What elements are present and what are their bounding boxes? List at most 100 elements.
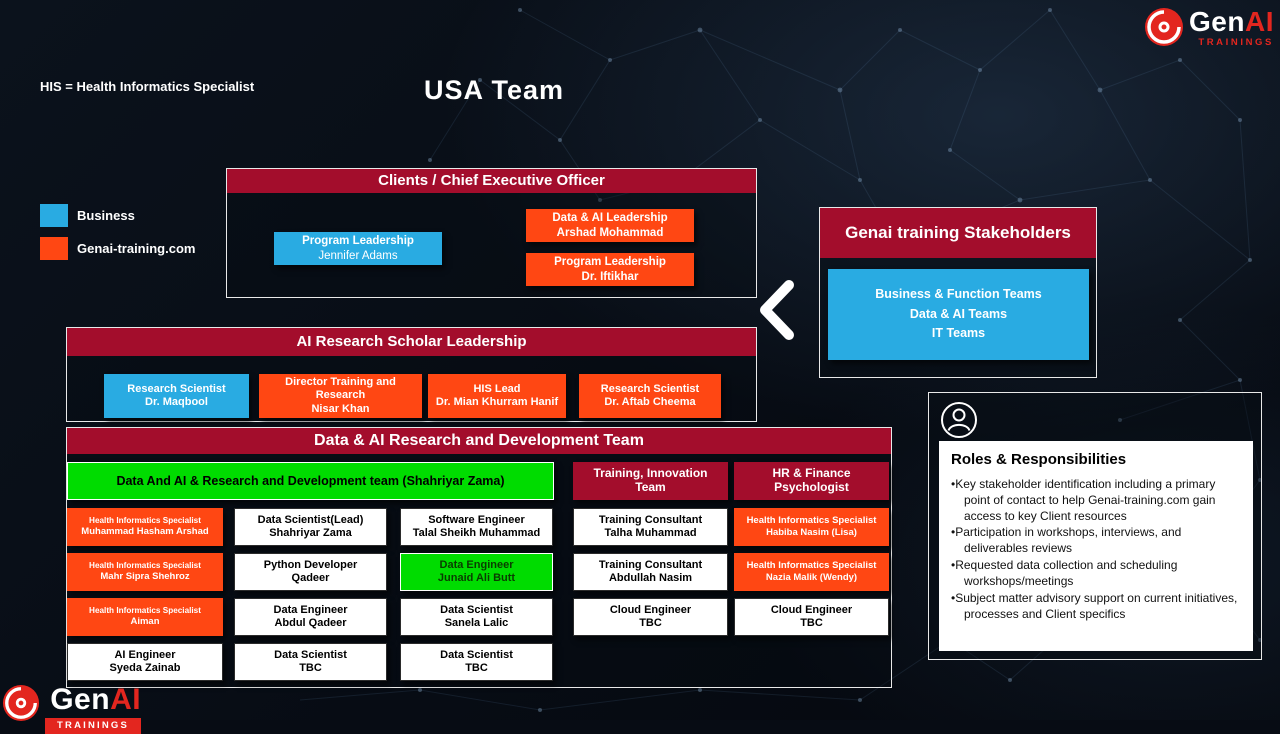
team-card: Training Consultant Talha Muhammad [573,508,728,546]
card-role: Health Informatics Specialist [89,606,201,616]
team-card: Health Informatics Specialist Mahr Sipra… [67,553,223,591]
card-role: Software Engineer [428,513,525,526]
card-name: Dr. Aftab Cheema [604,396,696,408]
card-role: Data Scientist(Lead) [257,513,364,526]
logo-gen: Gen [1189,6,1245,37]
team-card: AI Engineer Syeda Zainab [67,643,223,681]
card-program-leadership-genai: Program Leadership Dr. Iftikhar [526,253,694,286]
team-card: Software Engineer Talal Sheikh Muhammad [400,508,553,546]
card-role: HIS Lead [473,382,521,395]
card-name: Arshad Mohammad [556,226,664,239]
card-role: Training Consultant [598,513,703,526]
card-role: Cloud Engineer [770,603,853,616]
genai-logo-icon [2,684,40,722]
card-name: Junaid Ali Butt [437,572,516,584]
legend-label-genai: Genai-training.com [77,241,196,256]
card-research-scientist-maqbool: Research Scientist Dr. Maqbool [104,374,249,418]
roles-bullet: Participation in workshops, interviews, … [951,525,1241,557]
card-stakeholder-teams: Business & Function Teams Data & AI Team… [828,269,1089,360]
card-name: Dr. Iftikhar [581,270,639,283]
card-name: Abdullah Nasim [608,572,693,584]
card-name: Sanela Lalic [444,617,509,629]
genai-logo-top: GenAI TRAININGS [1144,7,1274,48]
dev-team-lead-banner: Data And AI & Research and Development t… [67,462,554,500]
ceo-panel-title: Clients / Chief Executive Officer [227,169,756,193]
genai-logo-icon [1145,8,1183,46]
team-card: Health Informatics Specialist Habiba Nas… [734,508,889,546]
card-role: Data Scientist [274,648,347,661]
team-card: Data Scientist TBC [400,643,553,681]
team-card: Health Informatics Specialist Muhammad H… [67,508,223,546]
team-card: Data Scientist TBC [234,643,387,681]
team-card: Data Scientist Sanela Lalic [400,598,553,636]
card-name: Nazia Malik (Wendy) [765,572,858,583]
card-name: TBC [299,662,322,674]
roles-content: Roles & Responsibilities Key stakeholder… [939,441,1253,651]
card-role: Program Leadership [554,256,666,269]
roles-title: Roles & Responsibilities [951,451,1127,468]
card-name: Qadeer [291,572,330,584]
legend-swatch-blue [40,204,68,227]
person-icon [941,402,977,438]
stakeholders-panel: Genai training Stakeholders Business & F… [819,207,1097,378]
team-card: Health Informatics Specialist Aiman [67,598,223,636]
dev-team-panel: Data & AI Research and Development Team … [66,427,892,688]
legend-swatch-orange [40,237,68,260]
team-card: Data Engineer Abdul Qadeer [234,598,387,636]
card-role: Training Consultant [598,558,703,571]
left-chevron-arrow [760,280,794,340]
card-role: AI Engineer [114,648,176,661]
team-card: Training Consultant Abdullah Nasim [573,553,728,591]
card-role: Cloud Engineer [609,603,692,616]
card-role: Data Scientist [440,648,513,661]
logo-text: GenAI TRAININGS [1189,6,1274,49]
scholar-panel-title: AI Research Scholar Leadership [67,328,756,356]
hr-finance-header: HR & Finance Psychologist [734,462,889,500]
card-name: TBC [800,617,823,629]
card-name: Talha Muhammad [604,527,697,539]
card-name: Abdul Qadeer [274,617,347,629]
card-program-leadership-business: Program Leadership Jennifer Adams [274,232,442,265]
roles-bullet: Key stakeholder identification including… [951,477,1241,524]
card-role: Data Scientist [440,603,513,616]
card-name: Shahriyar Zama [269,527,352,539]
team-card: Data Scientist(Lead) Shahriyar Zama [234,508,387,546]
card-data-ai-leadership: Data & AI Leadership Arshad Mohammad [526,209,694,242]
card-role: Health Informatics Specialist [89,516,201,526]
legend-label-business: Business [77,208,135,223]
roles-bullet-list: Key stakeholder identification including… [951,477,1241,622]
card-name: Mahr Sipra Shehroz [100,571,190,583]
team-card-highlighted: Data Engineer Junaid Ali Butt [400,553,553,591]
abbreviation-note: HIS = Health Informatics Specialist [40,79,255,94]
card-role: Data Engineer [439,558,514,571]
team-card: Cloud Engineer TBC [573,598,728,636]
logo-text: GenAI TRAININGS [45,683,142,734]
card-research-scientist-cheema: Research Scientist Dr. Aftab Cheema [579,374,721,418]
legend-item-genai: Genai-training.com [40,237,195,260]
card-role: Data & AI Leadership [552,212,668,225]
card-name: TBC [465,662,488,674]
card-role: Program Leadership [302,235,414,248]
roles-bullet: Subject matter advisory support on curre… [951,591,1241,623]
card-director-training-research: Director Training and Research Nisar Kha… [259,374,422,418]
stakeholder-team-line: Data & AI Teams [909,306,1008,321]
card-name: Aiman [130,616,160,628]
training-innovation-header: Training, Innovation Team [573,462,728,500]
card-role: Python Developer [263,558,358,571]
card-name: Dr. Maqbool [145,396,208,408]
logo-ai: AI [110,683,142,716]
card-role: Health Informatics Specialist [89,561,201,571]
page-title: USA Team [424,75,565,105]
ceo-panel: Clients / Chief Executive Officer Progra… [226,168,757,298]
genai-logo-bottom: GenAI TRAININGS [2,683,142,734]
card-role: Health Informatics Specialist [746,515,877,527]
team-card: Python Developer Qadeer [234,553,387,591]
card-name: Dr. Mian Khurram Hanif [435,396,559,408]
logo-gen: Gen [50,683,111,716]
stakeholder-team-line: Business & Function Teams [875,287,1042,302]
card-name: Nisar Khan [311,402,370,415]
scholar-leadership-panel: AI Research Scholar Leadership Research … [66,327,757,422]
roles-responsibilities-panel: Roles & Responsibilities Key stakeholder… [928,392,1262,660]
roles-bullet: Requested data collection and scheduling… [951,558,1241,590]
